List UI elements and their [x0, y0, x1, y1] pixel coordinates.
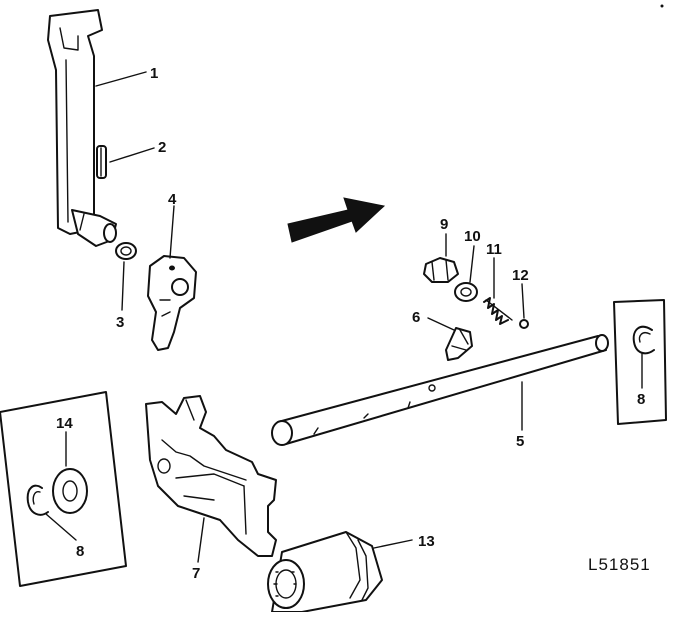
- part-12-ball: [519, 319, 529, 329]
- callout-9: 9: [440, 216, 448, 233]
- callout-7: 7: [192, 565, 200, 582]
- inset-box-right: [613, 299, 667, 425]
- callout-6: 6: [412, 309, 420, 326]
- direction-arrow: [287, 197, 386, 243]
- inset-box-left: [0, 391, 127, 587]
- callout-8-right: 8: [637, 391, 645, 408]
- callout-2: 2: [158, 139, 166, 156]
- part-1-shift-lever: [47, 9, 117, 247]
- leader-lines: [45, 71, 643, 563]
- part-7-shift-fork: [145, 395, 277, 557]
- callout-10: 10: [464, 228, 481, 245]
- callout-labels: 1 2 3 4 9 10 11 12 6 5 8 14 8 7 13: [56, 65, 645, 582]
- part-9-plug: [423, 257, 459, 283]
- callout-8-left: 8: [76, 543, 84, 560]
- callout-5: 5: [516, 433, 524, 450]
- callout-11: 11: [486, 241, 502, 258]
- part-5-shift-rod: [271, 334, 609, 446]
- callout-4: 4: [168, 191, 177, 208]
- callout-3: 3: [116, 314, 124, 331]
- part-13-coupling: [267, 531, 383, 613]
- callout-12: 12: [512, 267, 529, 284]
- callout-13: 13: [418, 533, 435, 550]
- callout-1: 1: [150, 65, 158, 82]
- part-2-pin: [96, 145, 107, 179]
- figure-code: L51851: [588, 555, 651, 574]
- part-3-washer: [115, 242, 137, 260]
- part-10-washer: [454, 282, 478, 302]
- callout-14: 14: [56, 415, 73, 432]
- part-4-shift-arm: [147, 255, 197, 351]
- part-11-spring: [483, 297, 513, 325]
- corner-mark: [660, 4, 664, 8]
- part-6-plunger: [445, 327, 473, 361]
